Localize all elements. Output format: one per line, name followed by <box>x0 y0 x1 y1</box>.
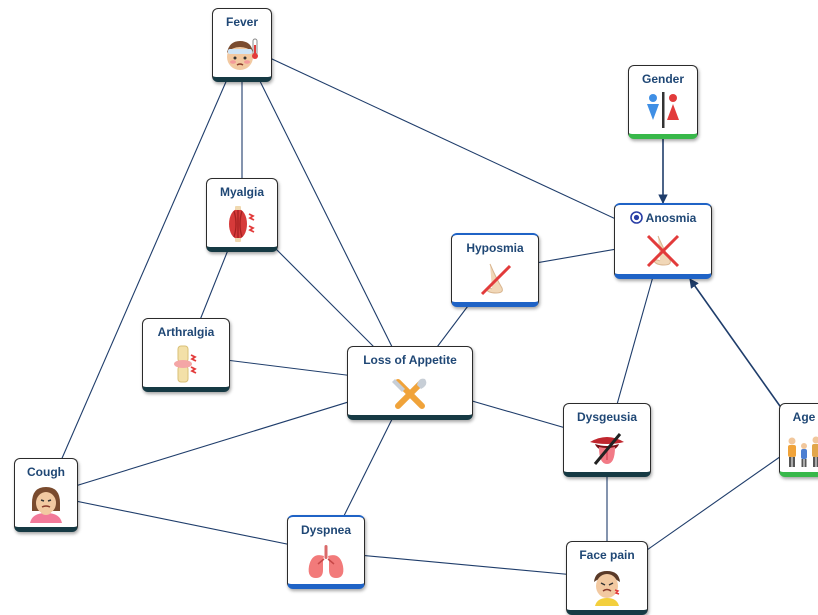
node-hyposmia[interactable]: Hyposmia <box>451 233 539 307</box>
node-label-text: Myalgia <box>219 185 264 199</box>
node-anosmia[interactable]: Anosmia <box>614 203 712 279</box>
tongue-slash-icon <box>587 430 627 468</box>
node-dysgeusia[interactable]: Dysgeusia <box>563 403 651 477</box>
node-label-text: Face pain <box>579 548 635 562</box>
node-age[interactable]: Age <box>779 403 818 477</box>
node-label: Cough <box>15 465 77 479</box>
nose-crossed-icon <box>644 232 682 270</box>
node-label: Gender <box>629 72 697 86</box>
node-face-pain[interactable]: Face pain <box>566 541 648 615</box>
sick-face-thermometer-icon <box>223 35 261 73</box>
gender-restroom-icon <box>643 90 683 130</box>
edge-cough-dyspnea <box>45 494 327 553</box>
coughing-person-icon <box>28 485 64 523</box>
node-label-text: Gender <box>641 72 684 86</box>
node-label-text: Dysgeusia <box>576 410 638 424</box>
edge-dyspnea-face-pain <box>325 551 608 579</box>
target-icon <box>629 211 643 227</box>
node-gender[interactable]: Gender <box>628 65 698 139</box>
node-arthralgia[interactable]: Arthralgia <box>142 318 230 392</box>
node-label: Face pain <box>567 548 647 562</box>
node-fever[interactable]: Fever <box>212 8 272 82</box>
node-label-text: Cough <box>27 465 65 479</box>
edge-fever-cough <box>45 44 243 496</box>
node-myalgia[interactable]: Myalgia <box>206 178 278 252</box>
family-people-icon <box>785 432 818 468</box>
node-label: Arthralgia <box>143 325 229 339</box>
edge-fever-anosmia <box>241 44 664 242</box>
node-label: Loss of Appetite <box>348 353 472 367</box>
face-pain-icon <box>589 568 625 606</box>
node-label-text: Dyspnea <box>300 523 352 537</box>
node-label: Dysgeusia <box>564 410 650 424</box>
node-label-text: Age <box>792 410 816 424</box>
node-label: Anosmia <box>615 211 711 227</box>
node-dyspnea[interactable]: Dyspnea <box>287 515 365 589</box>
node-label: Hyposmia <box>452 241 538 255</box>
node-label-text: Loss of Appetite <box>363 353 457 367</box>
lungs-icon <box>306 544 346 580</box>
node-label: Fever <box>213 15 271 29</box>
node-label: Myalgia <box>207 185 277 199</box>
node-label: Age <box>780 410 818 424</box>
node-label: Dyspnea <box>288 523 364 537</box>
node-cough[interactable]: Cough <box>14 458 78 532</box>
node-label-text: Anosmia <box>645 211 697 225</box>
node-loss-of-appetite[interactable]: Loss of Appetite <box>347 346 473 420</box>
node-label-text: Fever <box>225 15 259 29</box>
joint-pain-icon <box>169 345 203 383</box>
muscle-pain-icon <box>224 205 260 243</box>
edge-fever-loss-of-appetite <box>241 44 411 384</box>
node-label-text: Arthralgia <box>157 325 215 339</box>
nose-slash-icon <box>476 260 514 298</box>
fork-knife-crossed-icon <box>391 375 429 411</box>
node-label-text: Hyposmia <box>466 241 524 255</box>
